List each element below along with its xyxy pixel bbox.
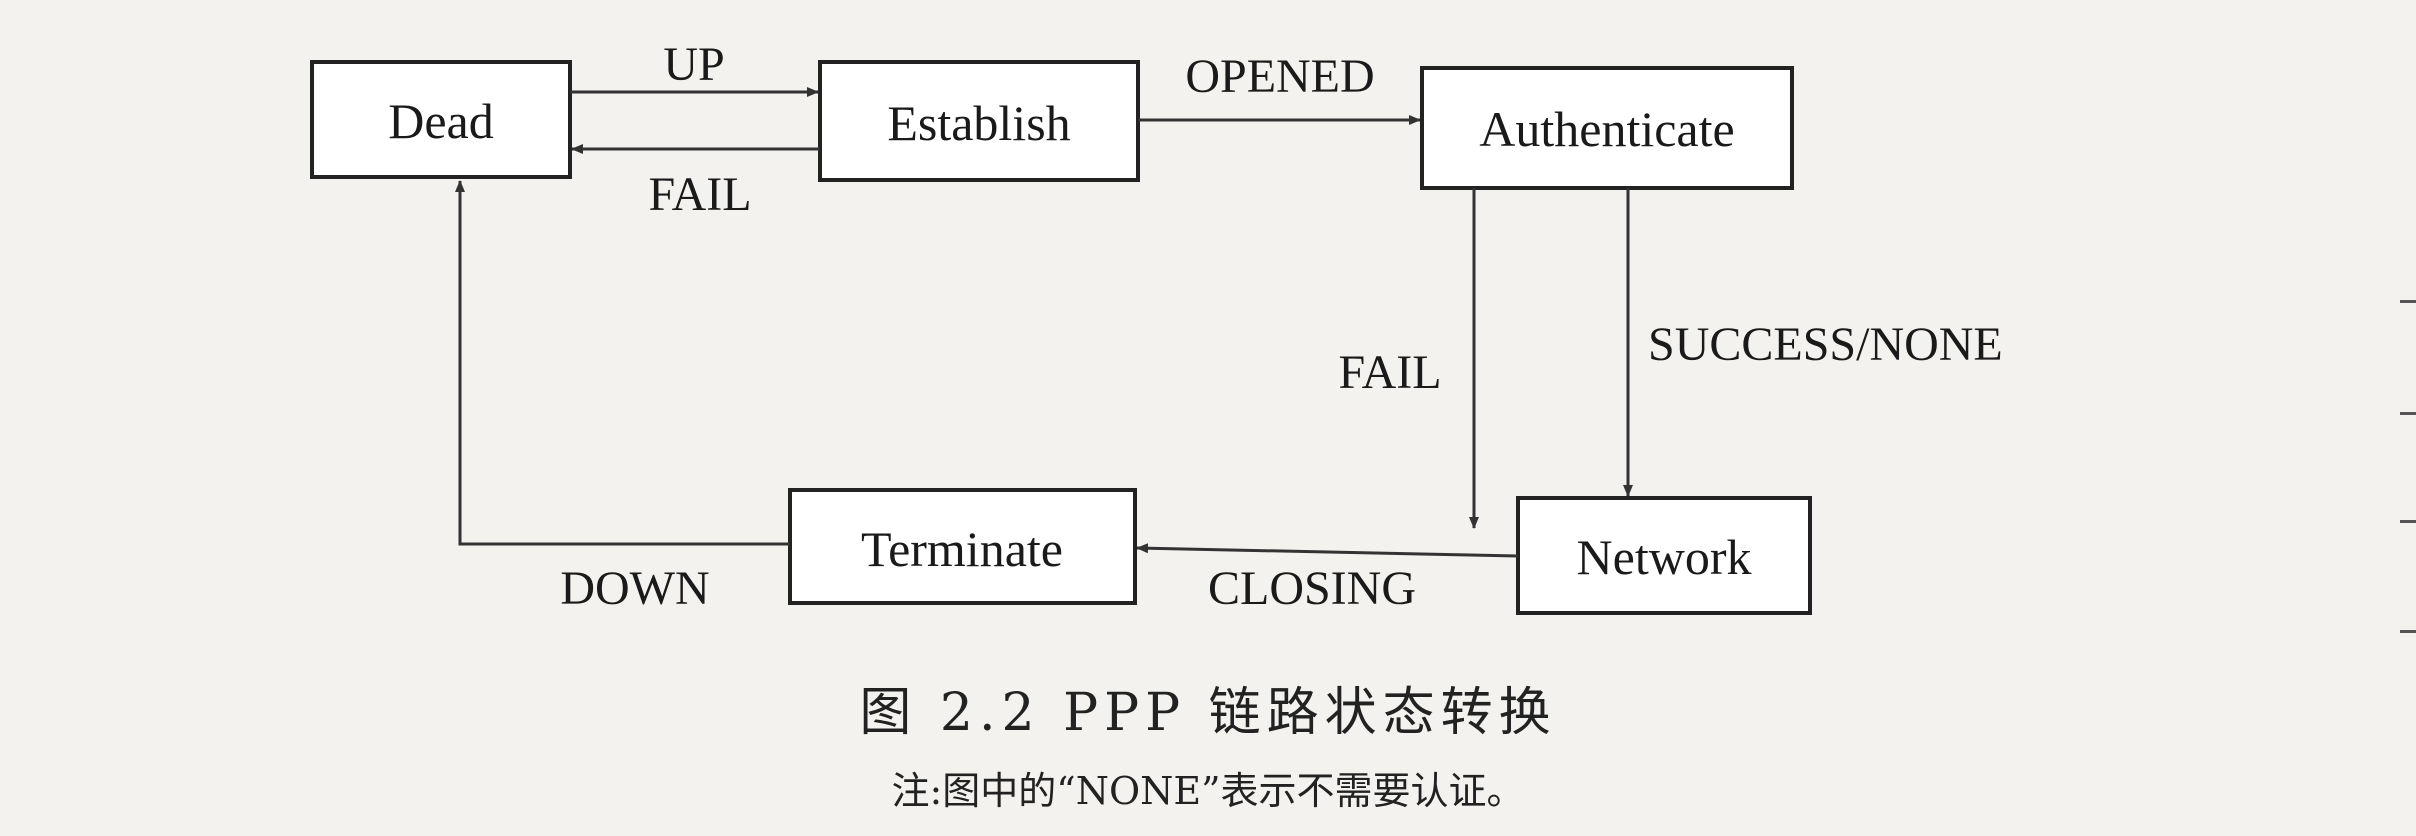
edge-success-label: SUCCESS/NONE <box>1648 318 2003 371</box>
page-edge-mark <box>2400 300 2416 303</box>
edge-closing-arrow <box>1136 543 1519 558</box>
edge-closing-label: CLOSING <box>1208 562 1416 615</box>
node-establish-label: Establish <box>887 95 1070 151</box>
figure-caption: 图 2.2 PPP 链路状态转换 <box>859 683 1557 743</box>
page-edge-mark <box>2400 520 2416 523</box>
node-authenticate: Authenticate <box>1420 66 1794 190</box>
page-edge-mark <box>2400 630 2416 633</box>
node-authenticate-label: Authenticate <box>1479 101 1734 157</box>
node-terminate-label: Terminate <box>861 521 1063 577</box>
figure-note: 注:图中的“NONE”表示不需要认证。 <box>891 769 1525 813</box>
node-network-label: Network <box>1577 529 1752 585</box>
edge-up-label: UP <box>663 38 724 91</box>
edge-fail-establish-label: FAIL <box>648 168 751 221</box>
edge-opened-label: OPENED <box>1185 50 1374 103</box>
edge-down-label: DOWN <box>560 562 709 615</box>
edge-fail-auth-label: FAIL <box>1338 346 1441 399</box>
page-edge-mark <box>2400 412 2416 415</box>
node-dead: Dead <box>310 60 572 179</box>
node-network: Network <box>1516 496 1812 615</box>
edge-down-arrow <box>455 180 790 546</box>
node-establish: Establish <box>818 60 1140 182</box>
node-terminate: Terminate <box>788 488 1137 605</box>
state-diagram: Dead Establish Authenticate Network Term… <box>310 38 2003 615</box>
node-dead-label: Dead <box>388 93 494 149</box>
